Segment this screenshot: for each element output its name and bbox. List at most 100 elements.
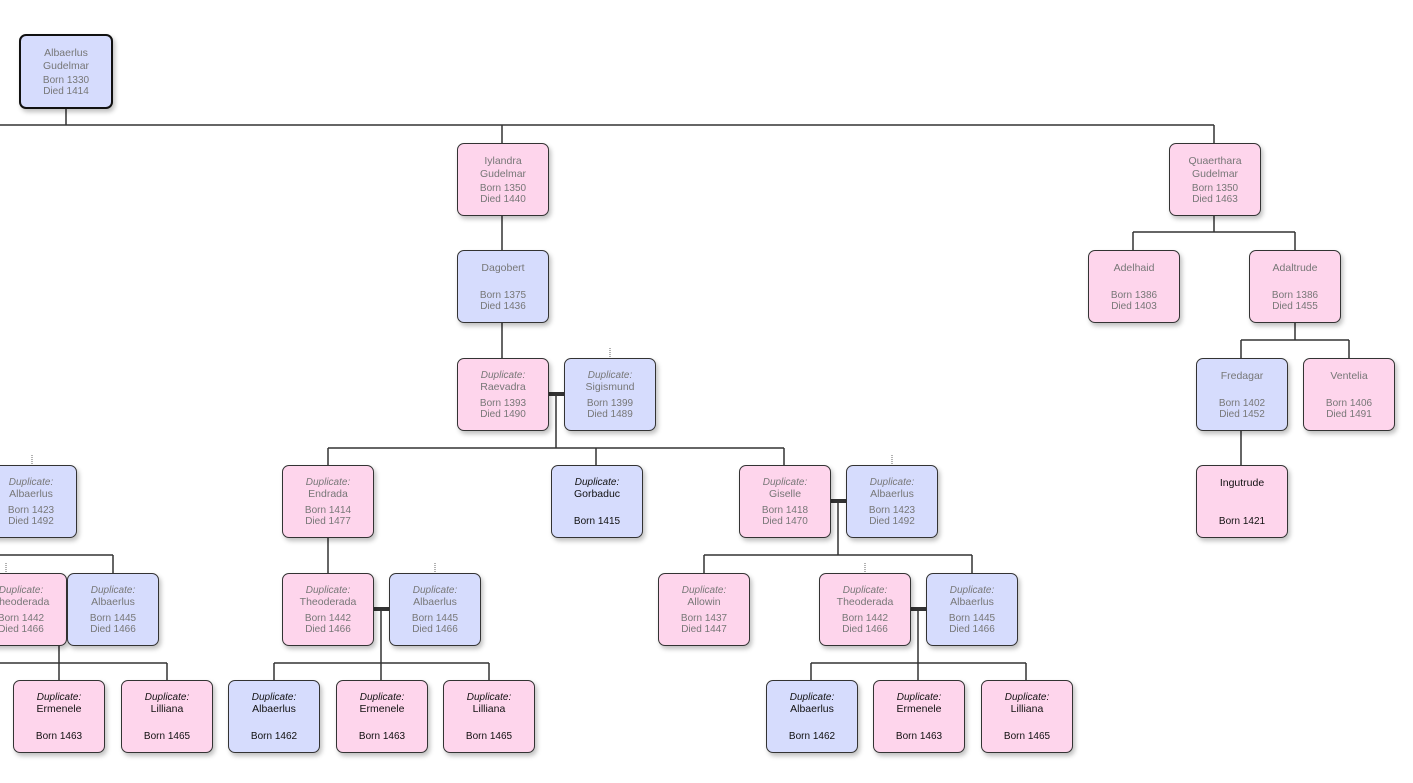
born-date: Born 1442 (0, 613, 45, 624)
duplicate-label: Duplicate: (0, 585, 44, 596)
died-date: Died 1477 (305, 516, 351, 527)
person-name: Theoderada (836, 596, 894, 608)
duplicate-label: Duplicate: (762, 477, 808, 488)
born-date: Born 1330 (42, 75, 90, 86)
born-date: Born 1414 (304, 505, 352, 516)
died-date: Died 1489 (587, 409, 633, 420)
born-date: Born 1386 (1271, 290, 1319, 301)
person-name: Lilliana (150, 703, 184, 715)
duplicate-label: Duplicate: (466, 692, 512, 703)
person-name: Albaerlus (870, 488, 914, 500)
person-name: Ermenele (36, 703, 82, 715)
born-date: Born 1462 (250, 731, 298, 742)
person-name: Albaerlus (91, 596, 135, 608)
person-dates: Born 1462 (229, 731, 319, 742)
person-name: Giselle (768, 488, 802, 500)
died-date: Died 1492 (869, 516, 915, 527)
person-name: Allowin (687, 596, 721, 608)
duplicate-dotted-lines (5, 348, 893, 573)
born-date: Born 1393 (479, 398, 527, 409)
born-date: Born 1418 (761, 505, 809, 516)
duplicate-label: Duplicate: (789, 692, 835, 703)
duplicate-label: Duplicate: (869, 477, 915, 488)
person-name: Theoderada (299, 596, 357, 608)
person-name: Endrada (308, 488, 348, 500)
person-name: Quaerthara Gudelmar (1188, 155, 1242, 180)
died-date: Died 1463 (1192, 194, 1238, 205)
person-name: Dagobert (481, 262, 525, 274)
duplicate-label: Duplicate: (412, 585, 458, 596)
person-name: Ingutrude (1219, 477, 1265, 489)
person-name: Ventelia (1330, 370, 1368, 382)
born-date: Born 1465 (1003, 731, 1051, 742)
born-date: Born 1463 (35, 731, 83, 742)
duplicate-label: Duplicate: (842, 585, 888, 596)
died-date: Died 1452 (1219, 409, 1265, 420)
person-name: Lilliana (1010, 703, 1044, 715)
person-name: Iylandra Gudelmar (479, 155, 527, 180)
died-date: Died 1440 (480, 194, 526, 205)
born-date: Born 1463 (895, 731, 943, 742)
person-name: Adaltrude (1272, 262, 1318, 274)
person-dates: Born 1465 (122, 731, 212, 742)
person-name: Albaerlus (9, 488, 53, 500)
person-name: Adelhaid (1113, 262, 1155, 274)
born-date: Born 1406 (1325, 398, 1373, 409)
person-dates: Born 1462 (767, 731, 857, 742)
person-name: Theoderada (0, 596, 50, 608)
died-date: Died 1491 (1326, 409, 1372, 420)
person-name: Albaerlus (252, 703, 296, 715)
born-date: Born 1437 (680, 613, 728, 624)
person-name: Albaerlus Gudelmar (42, 47, 90, 72)
duplicate-label: Duplicate: (251, 692, 297, 703)
died-date: Died 1403 (1111, 301, 1157, 312)
born-date: Born 1350 (1191, 183, 1239, 194)
died-date: Died 1466 (842, 624, 888, 635)
died-date: Died 1466 (949, 624, 995, 635)
duplicate-label: Duplicate: (949, 585, 995, 596)
person-name: Raevadra (480, 381, 526, 393)
duplicate-label: Duplicate: (144, 692, 190, 703)
